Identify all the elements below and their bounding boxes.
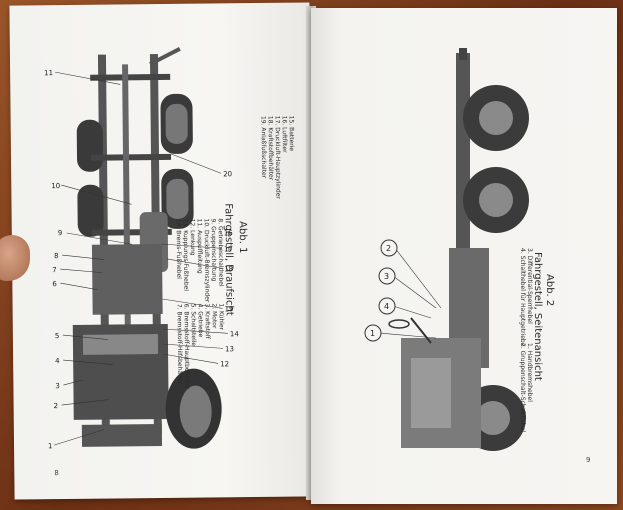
tyre-rear-4 [77, 184, 104, 237]
side-hub-rear-2 [479, 183, 513, 217]
legend-item: 4. Schalthebel für Hauptgetriebe [519, 248, 526, 347]
legend-item: 2. Motor [210, 303, 218, 329]
legend-item: 2. Gruppenschalt-Schalthebel [519, 343, 526, 433]
crossmember [90, 73, 171, 81]
figure-label-right: Abb. 2 [544, 274, 555, 307]
legend-right-col1: 1. Handbremshebel 2. Gruppenschalt-Schal… [519, 343, 533, 432]
legend-item: 7. Bremsstoff-Hilfsbehälter [175, 303, 184, 385]
crossmember [90, 153, 172, 161]
legend-right-col2: 3. Differential-Sperrhebel 4. Schalthebe… [519, 248, 533, 346]
callout-3: 3 [55, 382, 60, 390]
callout-4: 4 [55, 357, 60, 365]
callout-1: 1 [48, 442, 53, 450]
side-callout-1: 1 [370, 329, 375, 338]
tyre-rear-3 [76, 119, 104, 172]
tow-hitch [459, 48, 467, 60]
chassis-top-view-drawing: 1 2 3 4 5 6 7 8 9 10 11 12 13 14 19 18 1… [44, 47, 240, 450]
right-page: 1 4 3 2 Abb. 2 Fahrgestell, Seitenansich… [311, 8, 617, 504]
callout-11: 11 [44, 69, 53, 77]
radiator-grille [411, 358, 451, 428]
callout-7: 7 [52, 266, 57, 274]
callout-14: 14 [230, 330, 240, 338]
hub-front [179, 385, 212, 438]
side-callouts: 1 4 3 2 [364, 239, 398, 342]
legend-item: 9. Gruppenschaltung [209, 218, 218, 282]
legend-item: 8. Getriebeschalthebel [216, 218, 225, 287]
callout-leader-lines [53, 71, 228, 446]
callout-16: 16 [224, 229, 234, 237]
legend-item: 10. Druckluft-Bremszylinder [202, 218, 211, 303]
gearbox-assembly [91, 244, 163, 315]
side-leader-lines [378, 247, 442, 339]
callout-17: 17 [224, 245, 233, 253]
legend-item: 1. Handbremshebel [526, 343, 533, 402]
callout-numbers: 1 2 3 4 5 6 7 8 9 10 11 12 13 14 19 18 1… [44, 69, 240, 450]
side-callout-4: 4 [384, 302, 389, 311]
tow-bar [149, 47, 181, 66]
callout-20: 20 [223, 170, 232, 178]
legend-item: 1. Kühler [217, 303, 225, 331]
callout-10: 10 [51, 182, 60, 190]
figure-label-left: Abb. 1 [236, 221, 249, 254]
legend-item: 16. Luftfilter [280, 115, 288, 153]
legend-item: 3. Differential-Sperrhebel [526, 248, 533, 324]
callout-8: 8 [54, 252, 59, 260]
legend-item: 18. Kraftstoffbehälter [266, 115, 275, 181]
figure-title-right: Fahrgestell, Seitenansicht [532, 252, 543, 381]
callout-6: 6 [52, 280, 57, 288]
legend-item: 13. Kupplungs-Fußhebel [181, 218, 190, 292]
legend-item: 17. Druckluft-Hauptzylinder [273, 115, 282, 199]
legend-left-col1: 1. Kühler 2. Motor 3. Kraftstoff 4. Getr… [176, 303, 226, 389]
callout-2: 2 [54, 402, 59, 410]
legend-item: 4. Getriebe [196, 303, 204, 338]
legend-item: 3. Kraftstoff [203, 303, 211, 339]
legend-item: 14. Brems-Fußhebel [174, 218, 183, 279]
radiator [81, 424, 163, 447]
side-hub-front [476, 401, 510, 435]
chassis-side-view-drawing: 1 4 3 2 [364, 48, 529, 451]
legend-item: 15. Batterie [287, 115, 295, 152]
callout-19: 19 [225, 305, 234, 313]
page-number-right: 9 [586, 456, 591, 464]
legend-item: 11. Auspuffleitung [195, 218, 204, 274]
hub-rear-1 [165, 103, 188, 144]
steering-wheel [388, 319, 410, 329]
side-hub-rear-1 [479, 101, 513, 135]
callout-5: 5 [55, 332, 60, 340]
legend-item: 19. Anlaßfußschalter [259, 115, 268, 179]
side-callout-2: 2 [386, 244, 391, 253]
legend-left-col2: 8. Getriebeschalthebel 9. Gruppenschaltu… [175, 218, 225, 302]
callout-13: 13 [225, 345, 234, 353]
callout-12: 12 [220, 360, 229, 368]
legend-item: 6. Bremsstoff-Hauptbehälter [182, 303, 191, 390]
engine-detail [82, 334, 159, 355]
callout-9: 9 [58, 229, 63, 237]
callout-18: 18 [224, 265, 233, 273]
side-callout-3: 3 [384, 272, 389, 281]
legend-left-col3: 15. Batterie 16. Luftfilter 17. Druckluf… [260, 116, 296, 199]
left-page: 1 2 3 4 5 6 7 8 9 10 11 12 13 14 19 18 1… [9, 2, 315, 500]
steering-column [410, 317, 432, 344]
page-number-left: 8 [54, 469, 59, 478]
legend-item: 5. Schaltstelle [189, 303, 197, 347]
hub-rear-2 [166, 178, 189, 219]
